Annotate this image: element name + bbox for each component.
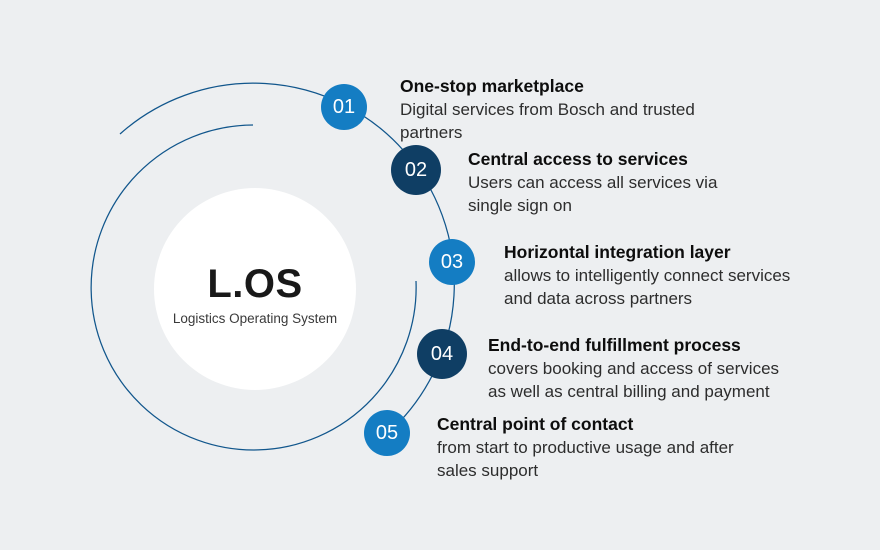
- step-2-number: 02: [404, 158, 428, 181]
- step-3-text: Horizontal integration layer allows to i…: [504, 241, 790, 310]
- step-3-title: Horizontal integration layer: [504, 242, 731, 262]
- los-subtitle: Logistics Operating System: [172, 311, 338, 326]
- step-4-text: End-to-end fulfillment process covers bo…: [488, 334, 779, 403]
- step-2-description-line-2: single sign on: [468, 196, 572, 215]
- step-1-description-line-2: partners: [400, 123, 463, 142]
- step-4-description-line-1: covers booking and access of services: [488, 359, 780, 378]
- step-4-badge: 04: [417, 329, 467, 379]
- step-1-number: 01: [332, 95, 356, 118]
- step-3-badge: 03: [429, 239, 475, 285]
- step-2-badge: 02: [391, 145, 441, 195]
- step-5-title: Central point of contact: [437, 414, 634, 434]
- step-3-description-line-2: and data across partners: [504, 289, 693, 308]
- step-2-title: Central access to services: [468, 149, 688, 169]
- step-4-title: End-to-end fulfillment process: [488, 335, 741, 355]
- step-4-number: 04: [430, 342, 454, 365]
- step-2-description-line-1: Users can access all services via: [468, 173, 718, 192]
- inner-arc: [90, 124, 417, 451]
- los-title: L.OS: [207, 262, 303, 306]
- los-center-circle: L.OS Logistics Operating System: [154, 188, 356, 390]
- step-1-title: One-stop marketplace: [400, 76, 584, 96]
- step-3-number: 03: [440, 250, 464, 273]
- los-label-group: L.OS Logistics Operating System: [173, 252, 337, 326]
- step-4-description-line-2: as well as central billing and payment: [488, 382, 770, 401]
- step-1-description-line-1: Digital services from Bosch and trusted: [400, 100, 695, 119]
- step-1-text: One-stop marketplace Digital services fr…: [400, 75, 695, 144]
- step-5-badge: 05: [364, 410, 410, 456]
- step-2-text: Central access to services Users can acc…: [468, 148, 717, 217]
- step-5-number: 05: [375, 421, 399, 444]
- step-1-badge: 01: [321, 84, 367, 130]
- step-3-description-line-1: allows to intelligently connect services: [504, 266, 791, 285]
- step-5-description-line-2: sales support: [437, 461, 539, 480]
- step-5-text: Central point of contact from start to p…: [437, 413, 734, 482]
- step-5-description-line-1: from start to productive usage and after: [437, 438, 734, 457]
